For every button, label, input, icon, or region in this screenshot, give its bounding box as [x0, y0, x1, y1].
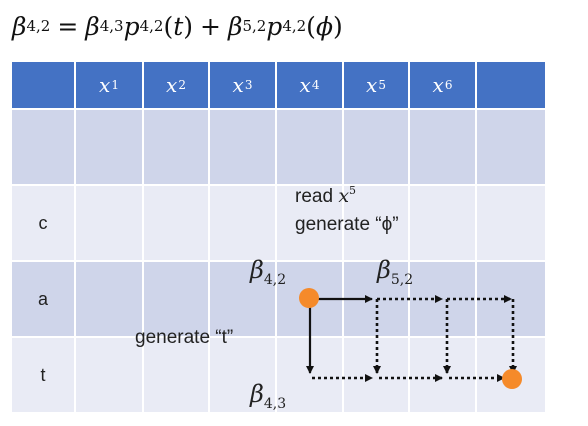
- read-exp: 5: [349, 184, 357, 197]
- row-label: [12, 110, 76, 184]
- formula-lhs: β: [12, 11, 27, 41]
- beta-symbol: β: [377, 256, 391, 284]
- table-cell: [277, 186, 344, 260]
- header-x: x: [166, 73, 178, 97]
- beta-symbol: β: [250, 256, 264, 284]
- table-cell: [277, 110, 344, 184]
- header-exp: 6: [444, 78, 453, 92]
- formula-term1-arg: t: [173, 11, 184, 41]
- table-cell: [344, 338, 410, 412]
- header-exp: 4: [311, 78, 320, 92]
- table-row: t: [12, 338, 545, 412]
- header-x: x: [432, 73, 444, 97]
- formula-term2-lparen: (: [306, 11, 316, 41]
- beta-4-2-label: β4,2: [250, 256, 286, 288]
- table-row: a: [12, 262, 545, 336]
- formula-lhs-sub: 4,2: [26, 17, 51, 35]
- formula-term1-p: p: [123, 11, 140, 41]
- header-x: x: [366, 73, 378, 97]
- formula-term1-lparen: (: [163, 11, 174, 41]
- header-x: x: [99, 73, 111, 97]
- beta-symbol: β: [250, 380, 264, 408]
- table-cell: [210, 262, 277, 336]
- formula-term2-p: p: [266, 11, 283, 41]
- table-row: c: [12, 186, 545, 260]
- formula-term1-p-sub: 4,2: [139, 17, 164, 35]
- row-label: c: [12, 186, 76, 260]
- table-cell: [144, 186, 210, 260]
- formula-term2-p-sub: 4,2: [282, 17, 307, 35]
- read-x: x: [338, 185, 350, 207]
- generate-phi-label: generate “ϕ”: [295, 214, 399, 235]
- header-exp: 3: [244, 78, 253, 92]
- table-cell: [76, 338, 144, 412]
- beta-4-3-label: β4,3: [250, 380, 286, 412]
- table-cell: [344, 186, 410, 260]
- read-prefix: read: [295, 186, 339, 207]
- header-corner-cell: [12, 62, 76, 108]
- table-cell: [144, 262, 210, 336]
- row-label: a: [12, 262, 76, 336]
- formula-plus: +: [200, 11, 221, 41]
- header-exp: 5: [378, 78, 386, 92]
- table-row: [12, 110, 545, 184]
- row-label: t: [12, 338, 76, 412]
- table-cell: [210, 338, 277, 412]
- formula-term2-beta-sub: 5,2: [242, 17, 267, 35]
- table-cell: [76, 110, 144, 184]
- formula-term2-beta: β: [227, 11, 243, 41]
- header-x: x: [232, 73, 244, 97]
- table-cell: [144, 338, 210, 412]
- start-node: [299, 288, 319, 308]
- table-cell: [410, 186, 477, 260]
- read-x5-label: read x5: [295, 184, 356, 208]
- table-cell: [210, 110, 277, 184]
- beta-sub: 5,2: [390, 272, 414, 288]
- formula-term2-arg: ϕ: [315, 11, 333, 41]
- table-cell: [344, 110, 410, 184]
- table-cell: [410, 338, 477, 412]
- formula-term1-beta: β: [85, 11, 100, 41]
- end-node: [502, 369, 522, 389]
- formula-equals: =: [57, 11, 79, 41]
- beta-sub: 4,2: [263, 272, 287, 288]
- read-x-symbol: x5: [338, 184, 357, 207]
- table-cell: [144, 110, 210, 184]
- table-cell: [410, 262, 477, 336]
- table-cell: [76, 262, 144, 336]
- table-cell: [277, 338, 344, 412]
- header-exp: 1: [111, 78, 119, 92]
- header-x: x: [299, 73, 311, 97]
- header-exp: 2: [178, 78, 186, 92]
- beta-5-2-label: β5,2: [377, 256, 413, 288]
- table-cell: [210, 186, 277, 260]
- beta-sub: 4,3: [263, 396, 287, 412]
- formula-term2-rparen: ): [332, 11, 343, 41]
- formula-term1-rparen: ): [183, 11, 194, 41]
- formula-term1-beta-sub: 4,3: [99, 17, 124, 35]
- generate-t-label: generate “t”: [135, 327, 234, 348]
- table-cell: [76, 186, 144, 260]
- table-cell: [410, 110, 477, 184]
